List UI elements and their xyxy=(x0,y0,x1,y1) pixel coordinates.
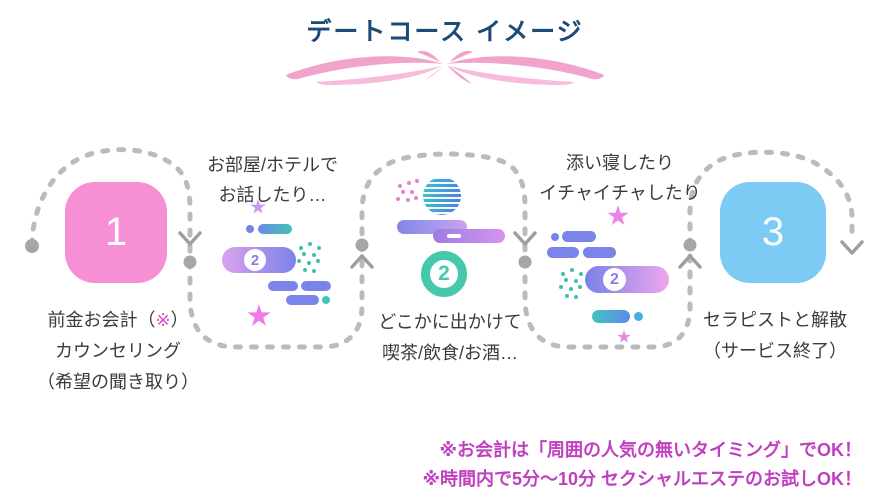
step4-badge: 2 xyxy=(603,268,626,291)
footnote-line1: ※お会計は「周囲の人気の無いタイミング」でOK！ xyxy=(439,440,863,460)
chat-dot-icon xyxy=(634,312,643,321)
connector-dot xyxy=(183,255,197,269)
sparkle-dots-icon xyxy=(398,184,402,188)
page-title: デートコース イメージ xyxy=(306,18,584,46)
connector-dot xyxy=(25,239,39,253)
step1-caption-line3: （希望の聞き取り） xyxy=(37,372,199,392)
chat-line-icon xyxy=(268,281,298,291)
chat-dot-icon xyxy=(322,296,330,304)
step1-caption-line1: 前金お会計（※） xyxy=(30,305,206,336)
step4-label: 添い寝したり イチャイチャしたり xyxy=(530,148,710,208)
step3-caption-line2: 喫茶/飲食/お酒… xyxy=(381,343,518,363)
connector-dot xyxy=(518,255,532,269)
step4-label-line1: 添い寝したり xyxy=(566,153,674,173)
sparkle-dots-icon xyxy=(561,272,565,276)
gradient-bar-icon xyxy=(592,310,630,323)
flourish-divider-icon xyxy=(286,50,604,85)
step1-caption-asterisk: ※ xyxy=(155,310,171,330)
chevron-down-icon xyxy=(840,240,864,255)
chat-line-icon xyxy=(583,247,616,258)
chat-line-icon xyxy=(286,295,319,305)
step5-caption: セラピストと解散 （サービス終了） xyxy=(690,305,860,367)
chat-line-icon xyxy=(301,281,331,291)
step1-caption: 前金お会計（※） カウンセリング （希望の聞き取り） xyxy=(30,305,206,398)
chat-dot-icon xyxy=(551,233,559,241)
gradient-bar-icon xyxy=(433,229,505,243)
step1-number: 1 xyxy=(104,210,128,254)
step5-caption-line2: （サービス終了） xyxy=(703,341,847,361)
chevron-down-icon xyxy=(513,231,537,246)
step2-label: お部屋/ホテルで お話したり… xyxy=(190,150,355,210)
footnote-line2: ※時間内で5分〜10分 セクシャルエステのお試しOK！ xyxy=(422,469,862,489)
chat-dot-icon xyxy=(246,225,254,233)
step3-caption: どこかに出かけて 喫茶/飲食/お酒… xyxy=(366,307,534,369)
step4-label-line2: イチャイチャしたり xyxy=(539,183,701,203)
connector-dot xyxy=(355,238,369,252)
step1-number-square: 1 xyxy=(65,182,167,283)
step3-badge: 2 xyxy=(421,251,467,297)
striped-ball-icon xyxy=(423,177,461,215)
chat-line-icon xyxy=(562,231,596,242)
step2-label-line1: お部屋/ホテルで xyxy=(206,155,338,175)
chevron-up-icon xyxy=(350,254,374,269)
step1-caption-pre: 前金お会計（ xyxy=(47,310,156,330)
step5-number: 3 xyxy=(761,210,785,254)
step5-caption-line1: セラピストと解散 xyxy=(703,310,847,330)
dash-icon xyxy=(447,234,461,238)
step3-caption-line1: どこかに出かけて xyxy=(378,312,522,332)
step2-badge: 2 xyxy=(244,249,266,271)
footnotes: ※お会計は「周囲の人気の無いタイミング」でOK！ ※時間内で5分〜10分 セクシ… xyxy=(302,436,862,494)
step1-caption-line2: カウンセリング xyxy=(55,341,181,361)
step1-caption-post: ） xyxy=(170,310,189,330)
step5-number-square: 3 xyxy=(720,182,826,283)
chat-line-icon xyxy=(547,247,579,258)
step4-main-pill xyxy=(585,266,669,293)
step2-label-line2: お話したり… xyxy=(218,185,327,205)
chevron-up-icon xyxy=(678,254,702,269)
chevron-down-icon xyxy=(178,231,202,246)
connector-dot xyxy=(683,238,697,252)
sparkle-dots-icon xyxy=(299,246,303,250)
chat-line-icon xyxy=(258,224,292,234)
